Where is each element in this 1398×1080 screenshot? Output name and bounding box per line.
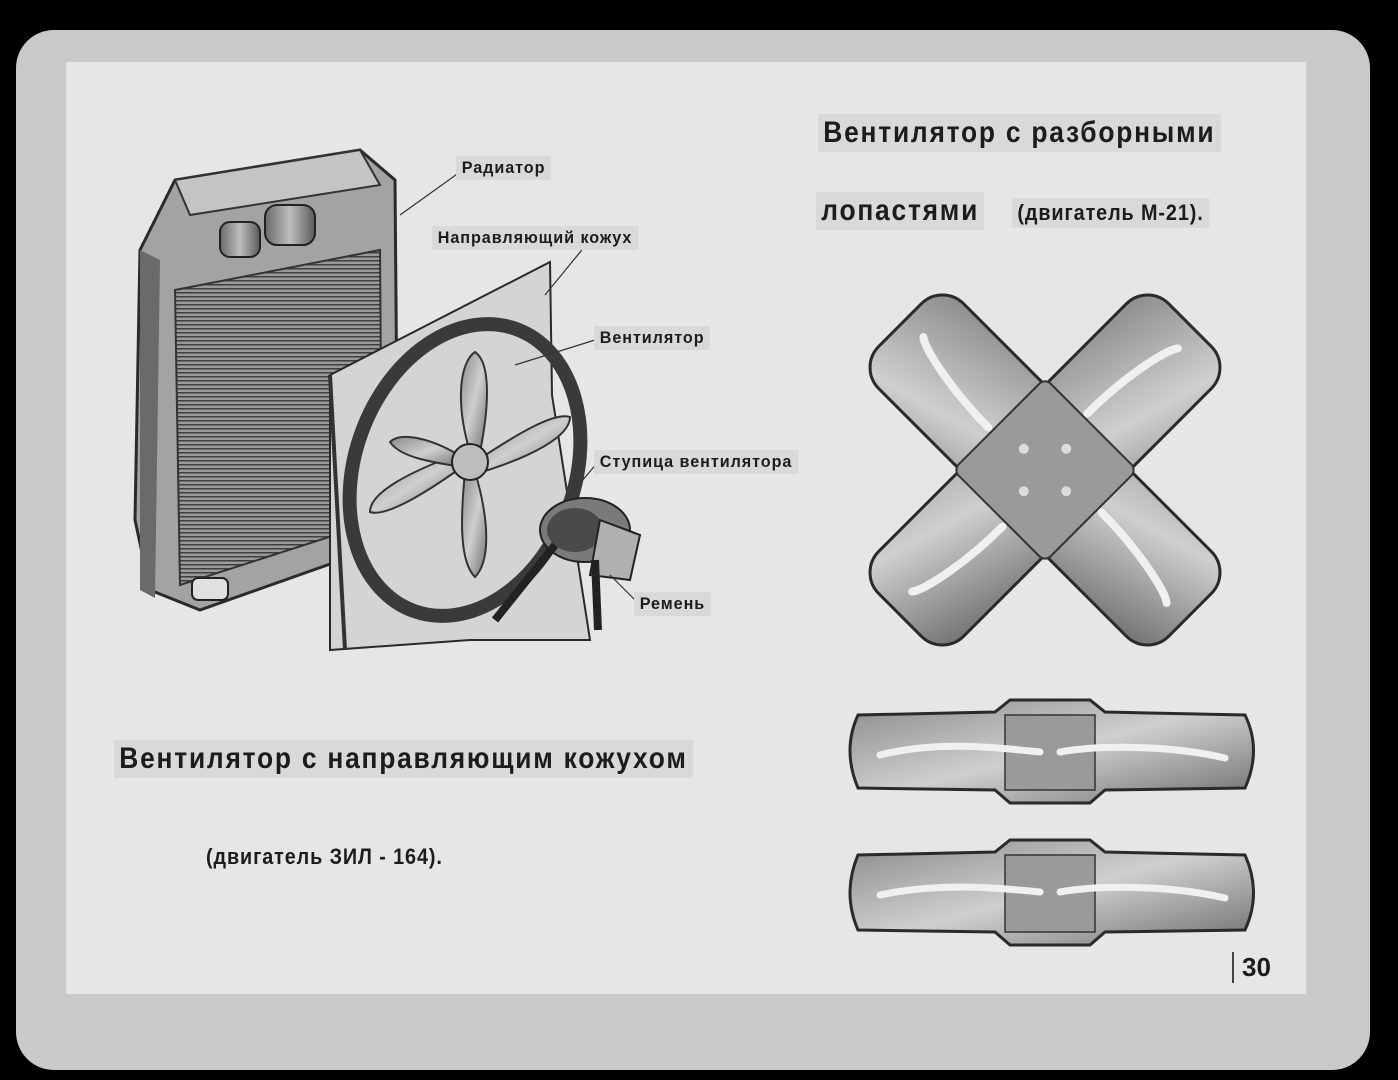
label-fan-hub: Ступица вентилятора [594,450,799,474]
fan-hub-shape [491,497,642,631]
right-title-line1: Вентилятор с разборными [818,114,1221,152]
label-radiator: Радиатор [456,156,552,180]
label-fan: Вентилятор [594,326,711,350]
fan-blades [368,350,572,579]
left-title-line2: (двигатель ЗИЛ - 164). [206,844,443,869]
label-shroud: Направляющий кожух [432,226,639,250]
right-title-line2-main: лопастями [816,192,985,230]
label-belt: Ремень [634,592,711,616]
left-title-line1: Вентилятор с направляющим кожухом [114,740,693,778]
blade-lower [848,838,1255,947]
page-number: 30 [1232,952,1271,983]
blade-upper [848,698,1255,805]
right-title-line2-note: (двигатель М-21). [1012,198,1210,228]
